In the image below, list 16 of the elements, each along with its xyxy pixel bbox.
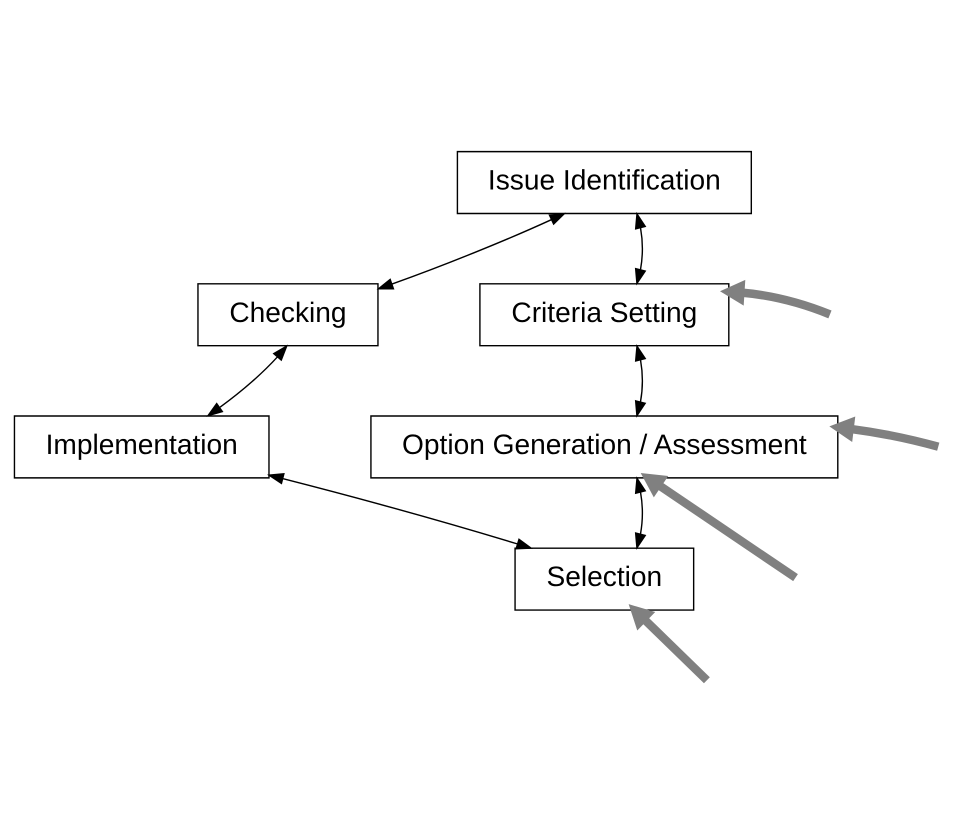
node-box: Selection xyxy=(514,547,694,611)
node-box: Criteria Setting xyxy=(479,283,730,346)
arrow xyxy=(206,344,288,417)
arrow xyxy=(376,212,566,290)
arrow xyxy=(266,473,534,550)
arrow xyxy=(634,476,646,550)
arrow xyxy=(640,472,798,582)
arrow xyxy=(628,604,710,684)
arrow xyxy=(829,416,940,451)
node-box: Checking xyxy=(197,283,379,346)
arrow xyxy=(720,280,832,318)
node-box: Option Generation / Assessment xyxy=(370,415,838,479)
node-box: Issue Identification xyxy=(456,150,752,214)
arrow xyxy=(634,344,646,418)
arrow xyxy=(634,212,646,286)
node-box: Implementation xyxy=(14,415,270,479)
